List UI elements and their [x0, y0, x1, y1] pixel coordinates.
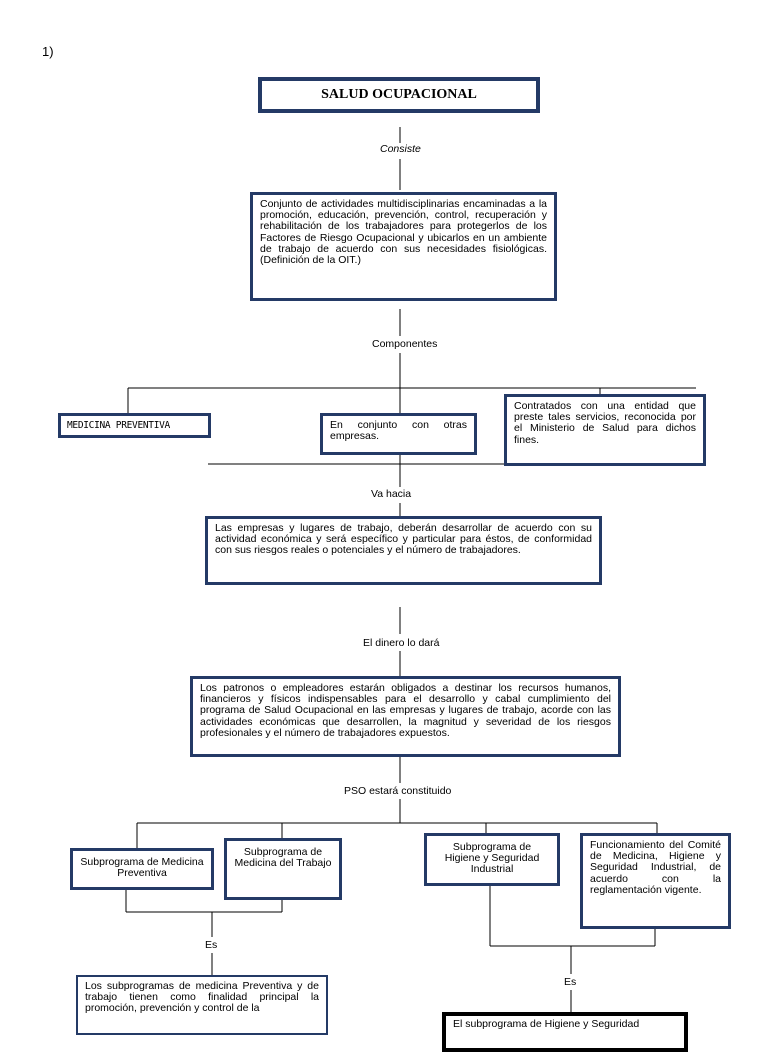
label-va-hacia: Va hacia [370, 488, 413, 501]
subprogramas-finalidad-box: Los subprogramas de medicina Preventiva … [76, 975, 328, 1035]
label-consiste: Consiste [379, 143, 422, 156]
contratados-box: Contratados con una entidad que preste t… [504, 394, 706, 466]
sub-higiene-box: Subprograma de Higiene y Seguridad Indus… [424, 833, 560, 886]
label-pso: PSO estará constituido [343, 785, 453, 798]
sub-higiene-definicion-box: El subprograma de Higiene y Seguridad [442, 1012, 688, 1052]
patronos-box: Los patronos o empleadores estarán oblig… [190, 676, 621, 757]
definition-box: Conjunto de actividades multidisciplinar… [250, 192, 557, 301]
funcionamiento-box: Funcionamiento del Comité de Medicina, H… [580, 833, 731, 929]
empresas-lugares-box: Las empresas y lugares de trabajo, deber… [205, 516, 602, 585]
medicina-preventiva-box: MEDICINA PREVENTIVA [58, 413, 211, 438]
label-componentes: Componentes [371, 338, 439, 351]
diagram-title: SALUD OCUPACIONAL [321, 87, 477, 103]
title-box: SALUD OCUPACIONAL [258, 77, 540, 113]
label-es-right: Es [563, 976, 578, 989]
sub-medicina-trabajo-box: Subprograma de Medicina del Trabajo [224, 838, 342, 900]
label-dinero: El dinero lo dará [362, 637, 441, 650]
sub-medicina-preventiva-box: Subprograma de Medicina Preventiva [70, 848, 214, 890]
conjunto-empresas-box: En conjunto con otras empresas. [320, 413, 477, 455]
label-es-left: Es [204, 939, 219, 952]
page-number: 1) [42, 44, 54, 59]
connector-lines [125, 127, 696, 1012]
